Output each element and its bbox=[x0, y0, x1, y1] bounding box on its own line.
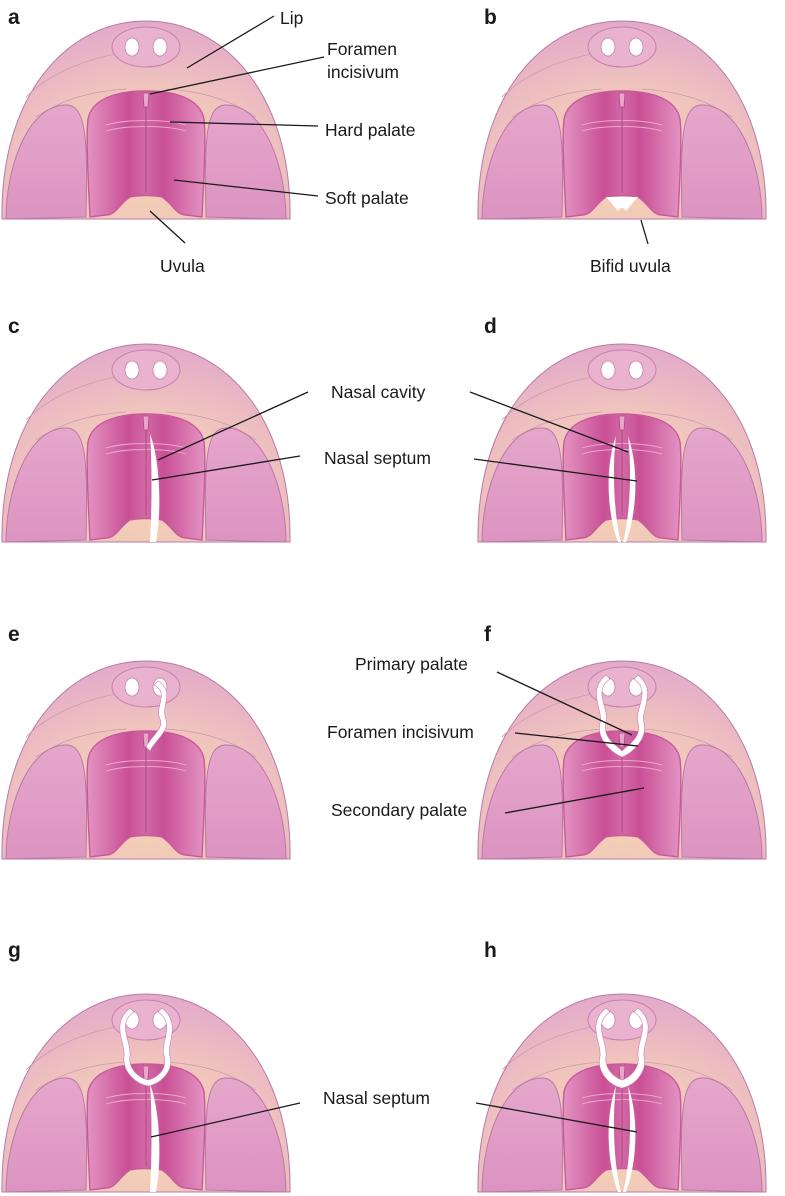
label-bifid-uvula: Bifid uvula bbox=[590, 256, 671, 276]
panel-d bbox=[477, 343, 767, 543]
label-lip: Lip bbox=[280, 8, 303, 28]
incisive-papilla bbox=[618, 1065, 626, 1081]
cheek-left bbox=[5, 427, 88, 543]
label-primary-palate: Primary palate bbox=[355, 654, 468, 674]
nostril-left bbox=[600, 37, 616, 57]
leader-nasal-septum-c bbox=[151, 455, 301, 481]
panel-letter-d: d bbox=[484, 315, 497, 338]
label-foramen-incisivum-f: Foramen incisivum bbox=[327, 722, 474, 742]
cleft-gap-left bbox=[608, 436, 621, 542]
nose bbox=[111, 666, 181, 708]
leader-nasal-cavity-c bbox=[157, 391, 309, 461]
panel-h bbox=[477, 993, 767, 1193]
nose bbox=[587, 349, 657, 391]
nostril-left bbox=[124, 360, 140, 380]
nose bbox=[111, 349, 181, 391]
bifid-notch bbox=[606, 197, 638, 211]
panels bbox=[1, 20, 767, 1193]
incisive-papilla bbox=[142, 1065, 150, 1081]
leader-bifid-uvula bbox=[640, 219, 649, 245]
nostril-left bbox=[124, 37, 140, 57]
label-nasal-cavity: Nasal cavity bbox=[331, 382, 426, 402]
leader-nasal-cavity-d bbox=[469, 391, 629, 453]
leader-secondary-palate bbox=[504, 787, 645, 814]
cheek-right bbox=[680, 104, 763, 220]
cleft-gap bbox=[150, 434, 160, 542]
cleft-ring bbox=[595, 1007, 649, 1089]
label-uvula: Uvula bbox=[160, 256, 205, 276]
leader-lip bbox=[186, 15, 275, 69]
panel-letter-c: c bbox=[8, 315, 20, 338]
label-hard-palate: Hard palate bbox=[325, 120, 415, 140]
label-foramen-line2: incisivum bbox=[327, 62, 399, 82]
nostril-left bbox=[124, 677, 140, 697]
panel-a bbox=[1, 20, 291, 220]
leader-primary-palate bbox=[496, 671, 633, 736]
cleft-gap-right bbox=[623, 1086, 636, 1192]
cheek-right bbox=[204, 427, 287, 543]
panel-e bbox=[1, 660, 291, 860]
label-nasal-septum-gh: Nasal septum bbox=[323, 1088, 430, 1108]
leader-nasal-septum-d bbox=[473, 458, 638, 482]
cheek-left bbox=[481, 104, 564, 220]
cheek-left bbox=[481, 1077, 564, 1193]
cheek-left bbox=[5, 104, 88, 220]
leader-foramen-incisivum-f bbox=[514, 732, 639, 747]
leader-uvula bbox=[149, 210, 186, 244]
panel-g bbox=[1, 993, 291, 1193]
leader-foramen bbox=[149, 56, 325, 95]
cheek-right bbox=[204, 744, 287, 860]
panel-letter-a: a bbox=[8, 6, 20, 29]
cheek-left bbox=[481, 427, 564, 543]
cleft-gap bbox=[145, 680, 168, 752]
nostril-left bbox=[600, 360, 616, 380]
leader-soft-palate bbox=[173, 179, 319, 197]
cheek-left bbox=[5, 1077, 88, 1193]
cleft-gap-right bbox=[623, 436, 636, 542]
leader-nasal-septum-g bbox=[150, 1102, 301, 1138]
cheek-right bbox=[680, 427, 763, 543]
cheek-right bbox=[204, 1077, 287, 1193]
label-nasal-septum: Nasal septum bbox=[324, 448, 431, 468]
panel-letter-g: g bbox=[8, 939, 21, 962]
panel-b bbox=[477, 20, 767, 220]
incisive-papilla bbox=[618, 415, 626, 431]
panel-letter-e: e bbox=[8, 623, 20, 646]
cheek-right bbox=[680, 744, 763, 860]
leader-nasal-septum-h bbox=[475, 1102, 638, 1133]
nostril-right bbox=[152, 360, 168, 380]
incisive-papilla bbox=[142, 92, 150, 108]
panel-letter-h: h bbox=[484, 939, 497, 962]
nostril-right bbox=[628, 360, 644, 380]
cheek-left bbox=[5, 744, 88, 860]
panel-f bbox=[477, 660, 767, 860]
nose bbox=[587, 26, 657, 68]
cleft-gap-left bbox=[608, 1086, 621, 1192]
incisive-papilla bbox=[618, 92, 626, 108]
label-soft-palate: Soft palate bbox=[325, 188, 409, 208]
panel-letter-b: b bbox=[484, 6, 497, 29]
cheek-right bbox=[680, 1077, 763, 1193]
nose bbox=[111, 26, 181, 68]
panel-letter-f: f bbox=[484, 623, 492, 646]
leader-hard-palate bbox=[169, 121, 319, 127]
nostril-right bbox=[152, 37, 168, 57]
nostril-right bbox=[628, 37, 644, 57]
panel-c bbox=[1, 343, 291, 543]
cleft-ring bbox=[119, 1007, 173, 1087]
cleft-gap bbox=[150, 1084, 160, 1192]
label-secondary-palate: Secondary palate bbox=[331, 800, 467, 820]
cleft-gap bbox=[596, 674, 648, 758]
cheek-left bbox=[481, 744, 564, 860]
incisive-papilla bbox=[142, 415, 150, 431]
label-foramen-line1: Foramen bbox=[327, 39, 397, 59]
